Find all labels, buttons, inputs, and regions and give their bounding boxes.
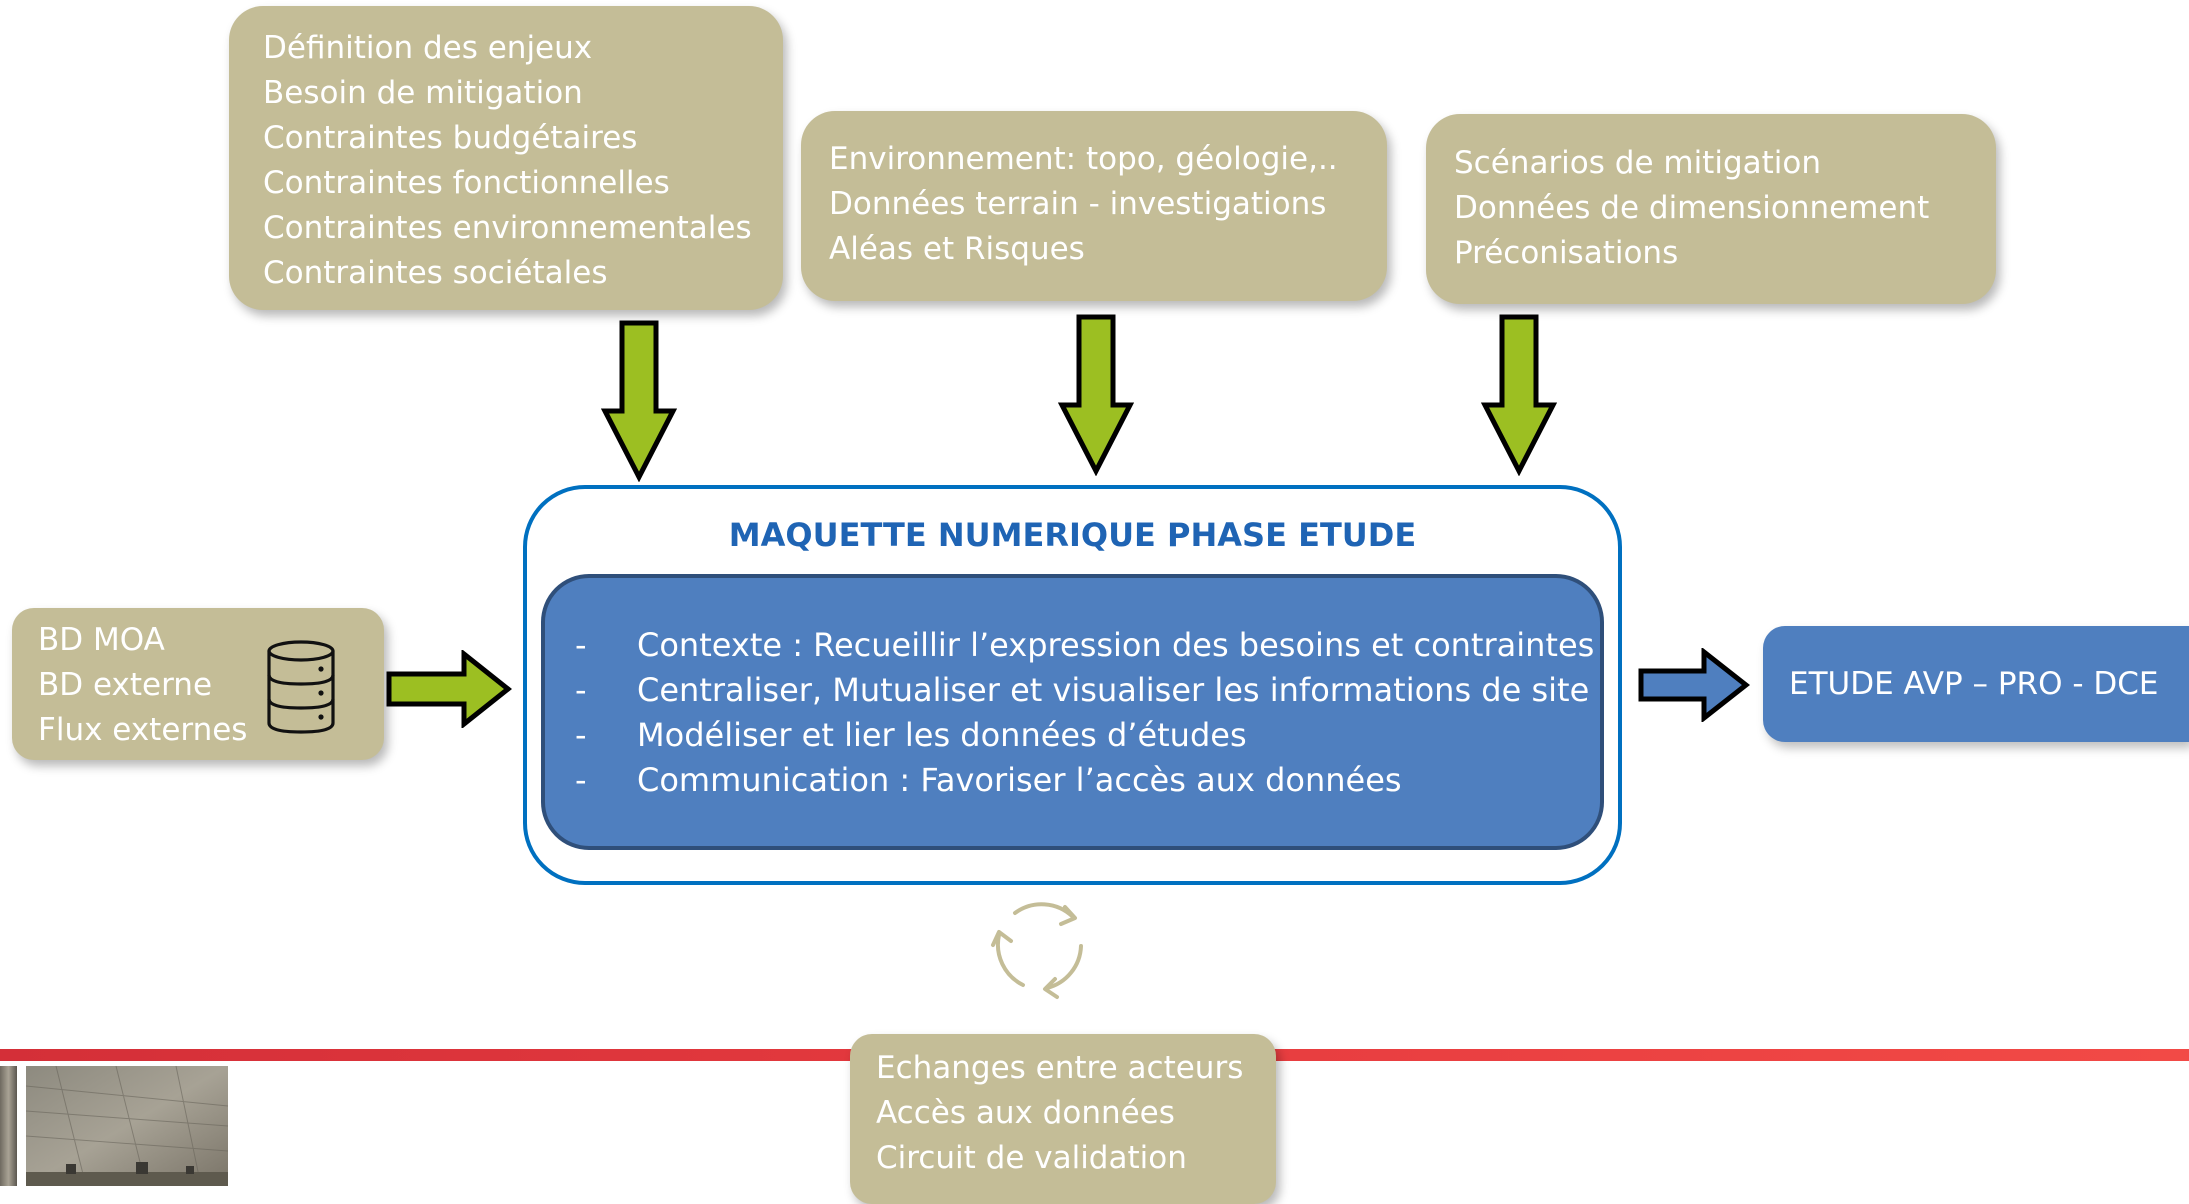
arrow-down-scenarios (1481, 314, 1557, 476)
box-bd-line: BD MOA (38, 622, 165, 658)
box-enjeux-line: Besoin de mitigation (263, 75, 583, 111)
maquette-title: MAQUETTE NUMERIQUE PHASE ETUDE (728, 516, 1417, 554)
output-box: ETUDE AVP – PRO - DCE (1763, 626, 2189, 742)
maquette-content-box: - Contexte : Recueillir l’expression des… (541, 574, 1604, 850)
site-photo (26, 1066, 228, 1186)
box-enjeux: Définition des enjeux Besoin de mitigati… (229, 6, 783, 310)
maquette-item-text: Centraliser, Mutualiser et visualiser le… (637, 671, 1590, 709)
box-bd-line: Flux externes (38, 712, 248, 748)
box-scenarios-line: Préconisations (1454, 235, 1679, 271)
database-icon (267, 640, 335, 734)
box-enjeux-line: Contraintes environnementales (263, 210, 752, 246)
bullet-dash: - (575, 671, 587, 709)
arrow-right-output (1638, 648, 1750, 722)
box-enjeux-line: Contraintes fonctionnelles (263, 165, 670, 201)
box-environnement: Environnement: topo, géologie,.. Données… (801, 111, 1387, 301)
site-photo-small (0, 1066, 17, 1186)
arrow-right-bd (386, 650, 512, 728)
bullet-dash: - (575, 626, 587, 664)
box-echanges: Echanges entre acteurs Accès aux données… (850, 1034, 1276, 1204)
bullet-dash: - (575, 716, 587, 754)
box-enjeux-line: Contraintes sociétales (263, 255, 608, 291)
maquette-item-text: Contexte : Recueillir l’expression des b… (637, 626, 1595, 664)
box-bd-line: BD externe (38, 667, 213, 703)
box-environnement-line: Environnement: topo, géologie,.. (829, 141, 1338, 177)
arrow-down-environnement (1058, 314, 1134, 476)
box-environnement-line: Données terrain - investigations (829, 186, 1327, 222)
box-enjeux-line: Contraintes budgétaires (263, 120, 638, 156)
refresh-cycle-icon (991, 902, 1083, 999)
maquette-item-text: Communication : Favoriser l’accès aux do… (637, 761, 1402, 799)
box-scenarios-line: Scénarios de mitigation (1454, 145, 1822, 181)
box-environnement-line: Aléas et Risques (829, 231, 1085, 267)
box-echanges-line: Accès aux données (876, 1095, 1175, 1131)
arrow-down-enjeux (601, 320, 677, 482)
box-scenarios: Scénarios de mitigation Données de dimen… (1426, 114, 1996, 304)
box-echanges-line: Circuit de validation (876, 1140, 1187, 1176)
box-echanges-line: Echanges entre acteurs (876, 1050, 1244, 1086)
box-scenarios-line: Données de dimensionnement (1454, 190, 1930, 226)
box-enjeux-line: Définition des enjeux (263, 30, 593, 66)
maquette-item-text: Modéliser et lier les données d’études (637, 716, 1247, 754)
bullet-dash: - (575, 761, 587, 799)
